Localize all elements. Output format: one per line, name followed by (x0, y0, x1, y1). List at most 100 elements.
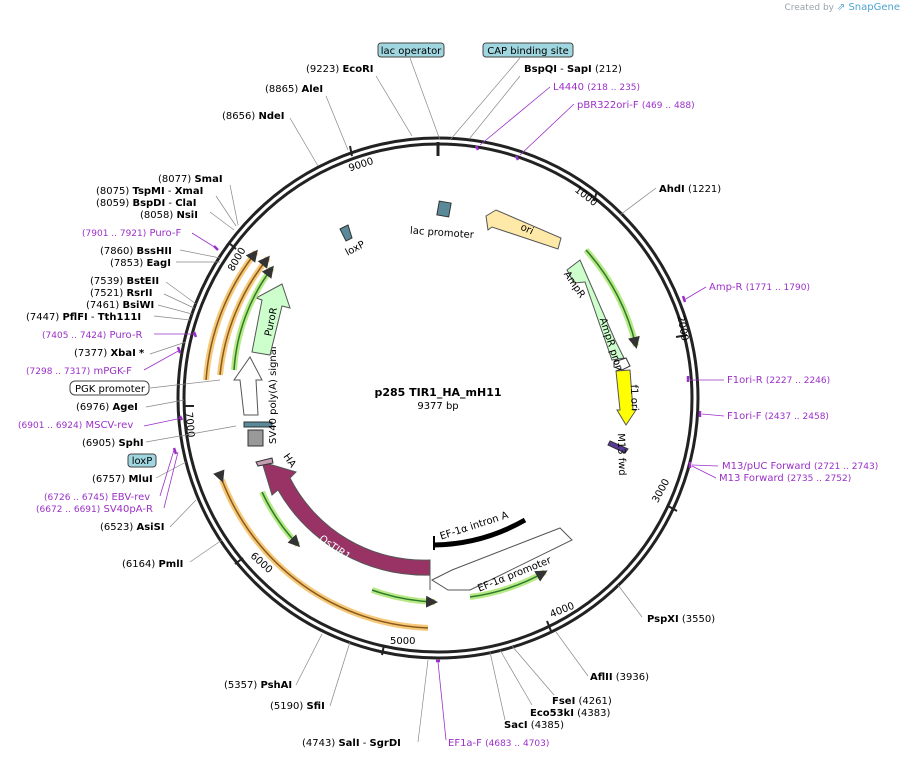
primer-mark (213, 245, 219, 251)
primer-leader (701, 413, 725, 417)
primer-range: (6672 .. 6691) (36, 505, 100, 515)
enzyme-pos: (3550) (682, 614, 715, 625)
enzyme-name: SalI (338, 738, 359, 749)
tick-mark (228, 242, 237, 250)
f1-ori-label: f1 ori (628, 385, 640, 411)
enzyme-label: (7447) PflFI - Tth111I (26, 312, 141, 323)
enzyme-name: RsrII (126, 288, 152, 299)
leader-line (145, 425, 237, 443)
primer-name: Puro-R (109, 330, 142, 341)
enzyme-pos: (6757) (92, 474, 125, 485)
enzyme-pos: (8075) (96, 186, 129, 197)
enzyme-name: SacI (504, 720, 528, 731)
enzyme-name-2: SapI (567, 64, 592, 75)
cap-binding-box (482, 42, 574, 58)
primer-leader (691, 464, 719, 467)
enzyme-label: AhdI (1221) (659, 184, 721, 195)
primer-label: pBR322ori-F (469 .. 488) (577, 100, 695, 111)
primer-range: (218 .. 235) (587, 83, 640, 93)
orange-orf-line-bottom (213, 469, 429, 629)
enzyme-pos: (4383) (577, 708, 610, 719)
loxp-box-label: loxP (132, 456, 153, 467)
primer-label: F1ori-R (2227 .. 2246) (727, 375, 830, 386)
enzyme-leaders (145, 57, 657, 743)
leader-line (157, 304, 193, 315)
ha-feature (255, 457, 274, 467)
primer-range: (6901 .. 6924) (18, 421, 82, 431)
primer-leader (191, 232, 217, 249)
enzyme-pos: (8059) (96, 198, 129, 209)
enzyme-label: (6976) AgeI (76, 402, 138, 413)
enzyme-name: BssHII (136, 246, 171, 257)
enzyme-label: (7860) BssHII (100, 246, 172, 257)
tick-label: 4000 (548, 601, 576, 621)
ostir1-orf-line (261, 491, 301, 548)
leader-line (215, 195, 237, 227)
enzyme-label: Eco53kI (4383) (530, 708, 610, 719)
leader-line (149, 341, 187, 355)
tick-mark (234, 557, 244, 565)
primer-name: L4440 (553, 82, 584, 93)
enzyme-name: Eco53kI (530, 708, 574, 719)
leader-line (325, 95, 349, 151)
tick-label: 7000 (183, 412, 196, 438)
enzyme-mark: * (139, 348, 145, 359)
enzyme-label: AflII (3936) (590, 672, 649, 683)
enzyme-name: AsiSI (136, 522, 164, 533)
tick-label: 2000 (675, 315, 690, 342)
primer-label: M13/pUC Forward (2721 .. 2743) (722, 461, 878, 472)
leader-line (449, 57, 521, 141)
lac-operator-label: lac operator (381, 46, 442, 57)
enzyme-name: TspMI (132, 186, 164, 197)
tick-mark (381, 644, 385, 656)
enzyme-pos: (8058) (140, 210, 173, 221)
enzyme-pos: (7377) (74, 348, 107, 359)
primer-leader (143, 349, 181, 371)
enzyme-pos: (212) (595, 64, 622, 75)
enzyme-label: FseI (4261) (552, 696, 612, 707)
enzyme-label: (7461) BsiWI (86, 300, 154, 311)
enzyme-pos: (7539) (90, 276, 123, 287)
primer-mark (176, 346, 182, 354)
primer-name: M13 Forward (719, 473, 784, 484)
credit-prefix: Created by (784, 3, 834, 13)
leader-line (153, 315, 191, 321)
enzyme-name: AleI (301, 84, 323, 95)
primer-mark (178, 415, 184, 421)
primer-range: (4683 .. 4703) (485, 739, 549, 749)
tick-mark (349, 145, 353, 157)
enzyme-name: XbaI (110, 348, 135, 359)
enzyme-pos: (6905) (82, 438, 115, 449)
enzyme-pos: (1221) (688, 184, 721, 195)
primer-name: mPGK-F (93, 366, 132, 377)
boxed-labels: lac operator CAP binding site PGK promot… (69, 42, 574, 468)
enzyme-pos: (8656) (222, 111, 255, 122)
primer-range: (469 .. 488) (642, 101, 695, 111)
enzyme-pos: (4261) (578, 696, 611, 707)
leader-line (409, 57, 441, 141)
enzyme-name: SphI (118, 438, 143, 449)
lac-promoter-feature (436, 200, 452, 218)
ampr-arrow (566, 259, 625, 361)
loxp-label: loxP (344, 239, 367, 258)
enzyme-name: AgeI (112, 402, 137, 413)
enzyme-label: (9223) EcoRI (306, 64, 374, 75)
enzyme-name: PmlI (158, 559, 183, 570)
bottom-orf-line-2 (371, 589, 438, 608)
leader-line (169, 499, 197, 528)
enzyme-label: (7521) RsrII (90, 288, 152, 299)
enzyme-name: BspQI (524, 64, 557, 75)
primer-leader (683, 286, 707, 301)
primer-range: (7405 .. 7424) (42, 331, 106, 341)
primer-leader (479, 86, 551, 146)
enzyme-label: (8077) SmaI (158, 174, 223, 185)
leader-line (417, 659, 429, 743)
enzyme-pos: (8865) (265, 84, 298, 95)
enzyme-pos: (9223) (306, 64, 339, 75)
m13-fwd-label: M13 fwd (615, 433, 627, 476)
orange-orf-line-left-1 (219, 255, 270, 376)
primer-label: (7298 .. 7317) mPGK-F (26, 366, 132, 377)
f1-ori-arrow (615, 369, 637, 426)
plasmid-length: 9377 bp (417, 401, 458, 412)
